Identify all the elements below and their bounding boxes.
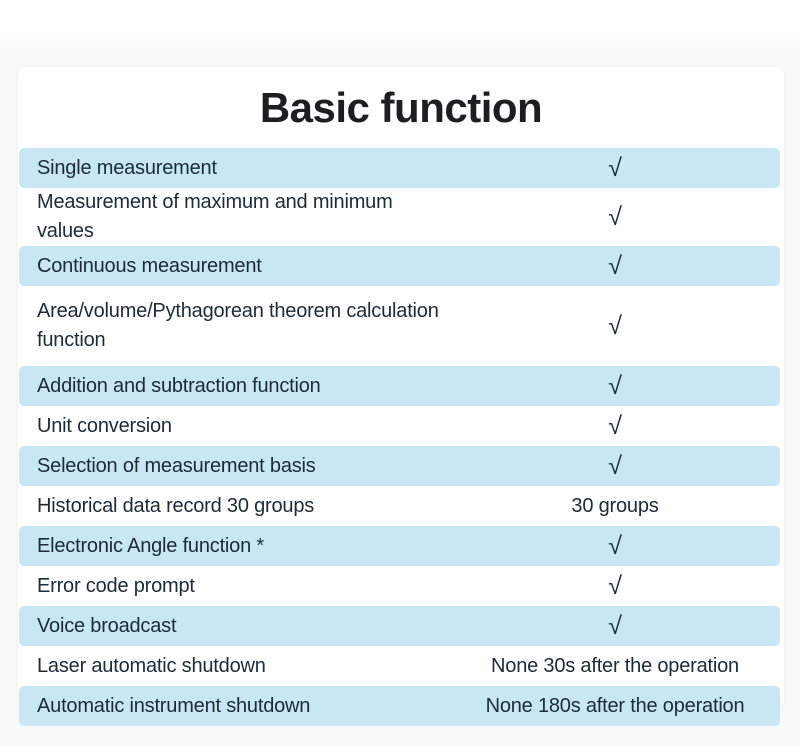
feature-row: Selection of measurement basis √ [19, 446, 780, 486]
feature-label: Electronic Angle function * [37, 534, 264, 557]
check-mark: √ [608, 371, 622, 400]
check-mark: √ [608, 153, 622, 182]
check-mark: √ [608, 251, 622, 280]
feature-row: Historical data record 30 groups 30 grou… [19, 486, 780, 526]
check-mark: √ [608, 411, 622, 440]
feature-label: Automatic instrument shutdown [37, 694, 311, 717]
section-title: Basic function [259, 83, 543, 131]
check-mark: √ [608, 311, 622, 340]
feature-value: None 30s after the operation [491, 655, 739, 677]
feature-label: Continuous measurement [37, 254, 262, 277]
feature-label: Error code prompt [37, 574, 195, 597]
check-mark: √ [608, 202, 622, 231]
check-mark: √ [608, 531, 622, 560]
feature-table-card: Basic function Single measurement √ Meas… [18, 67, 784, 726]
feature-value: 30 groups [571, 495, 659, 517]
feature-row: Addition and subtraction function √ [19, 366, 780, 406]
feature-row: Area/volume/Pythagorean theorem calculat… [19, 286, 780, 366]
feature-label: Laser automatic shutdown [37, 654, 266, 677]
check-mark: √ [608, 611, 622, 640]
feature-row: Laser automatic shutdown None 30s after … [19, 646, 780, 686]
feature-label: Single measurement [37, 156, 217, 179]
feature-row: Measurement of maximum and minimum value… [19, 188, 780, 246]
feature-label: Voice broadcast [37, 614, 177, 637]
feature-label: Unit conversion [37, 414, 172, 437]
feature-row: Unit conversion √ [19, 406, 780, 446]
feature-value: None 180s after the operation [485, 695, 745, 717]
feature-row: Continuous measurement √ [19, 246, 780, 286]
feature-label: Selection of measurement basis [37, 454, 316, 477]
feature-label: Measurement of maximum and minimum value… [37, 191, 393, 242]
feature-label: Addition and subtraction function [37, 374, 321, 397]
feature-row: Voice broadcast √ [19, 606, 780, 646]
feature-rows: Single measurement √ Measurement of maxi… [18, 148, 784, 726]
check-mark: √ [608, 451, 622, 480]
check-mark: √ [608, 571, 622, 600]
feature-row: Single measurement √ [19, 148, 780, 188]
feature-label: Historical data record 30 groups [37, 494, 315, 517]
feature-label: Area/volume/Pythagorean theorem calculat… [37, 300, 439, 351]
feature-row: Automatic instrument shutdown None 180s … [19, 686, 780, 726]
feature-row: Error code prompt √ [19, 566, 780, 606]
feature-row: Electronic Angle function * √ [19, 526, 780, 566]
